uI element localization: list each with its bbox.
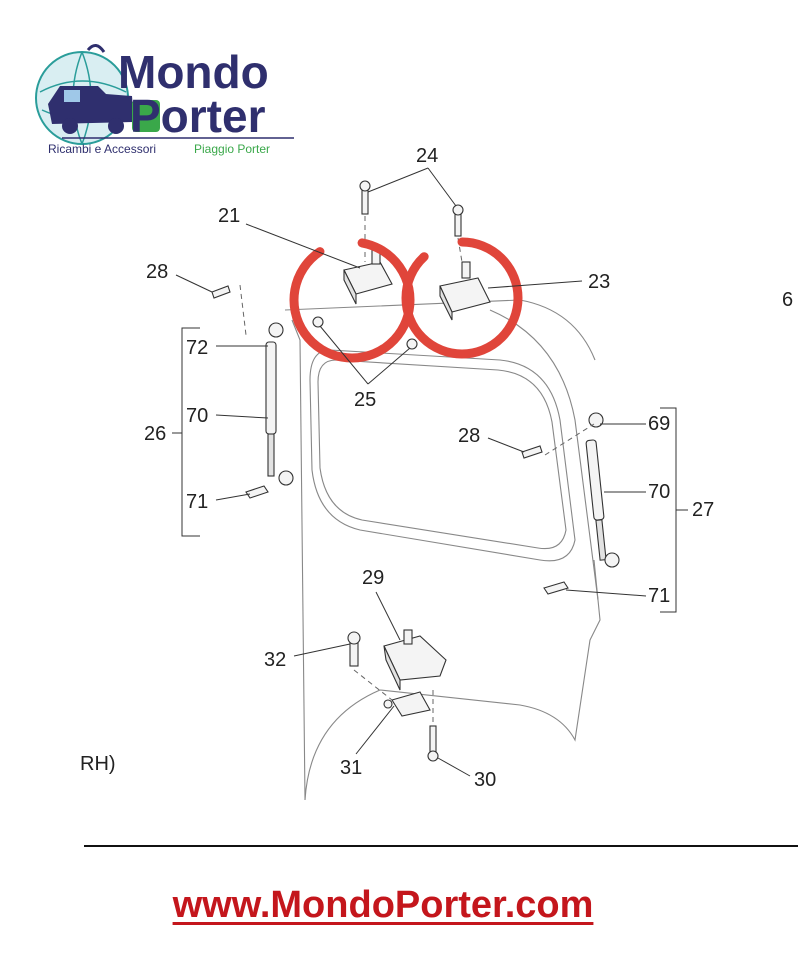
part-label-26: 26 (144, 423, 166, 445)
logo-tagline-right: Piaggio Porter (194, 142, 270, 156)
part-label-28-right: 28 (458, 425, 480, 447)
edge-fragment-left: RH) (80, 753, 116, 775)
lower-latch (347, 629, 447, 762)
door-outline (284, 299, 601, 801)
part-label-71-right: 71 (648, 585, 670, 607)
edge-fragment-right: 6 (782, 289, 793, 311)
logo-word-porter: Porter (130, 90, 266, 142)
part-label-69: 69 (648, 413, 670, 435)
part-label-27: 27 (692, 499, 714, 521)
part-label-30: 30 (474, 769, 496, 791)
highlight-marks (289, 237, 523, 363)
gas-strut-right (211, 285, 620, 595)
part-label-72: 72 (186, 337, 208, 359)
part-label-23: 23 (588, 271, 610, 293)
website-link[interactable]: www.MondoPorter.com (172, 884, 594, 926)
part-label-25: 25 (354, 389, 376, 411)
part-numbers: 21 24 23 28 72 70 26 71 25 28 69 70 27 7… (80, 145, 793, 791)
mondo-porter-logo: Mondo Porter Ricambi e Accessori Piaggio… (35, 44, 294, 156)
part-label-24: 24 (416, 145, 438, 167)
gas-strut-left (239, 284, 294, 499)
logo-tagline-left: Ricambi e Accessori (48, 142, 156, 156)
part-label-28-left: 28 (146, 261, 168, 283)
highlight-circle-23 (401, 237, 523, 359)
part-label-21: 21 (218, 205, 240, 227)
leader-lines (172, 167, 688, 777)
part-label-32: 32 (264, 649, 286, 671)
part-label-71-left: 71 (186, 491, 208, 513)
logo-p-badge (132, 100, 160, 132)
logo-word-mondo: Mondo (118, 46, 269, 98)
part-label-31: 31 (340, 757, 362, 779)
upper-hinges (312, 180, 491, 350)
part-label-70-right: 70 (648, 481, 670, 503)
part-label-29: 29 (362, 567, 384, 589)
highlight-circle-21 (289, 237, 415, 363)
part-label-70-left: 70 (186, 405, 208, 427)
